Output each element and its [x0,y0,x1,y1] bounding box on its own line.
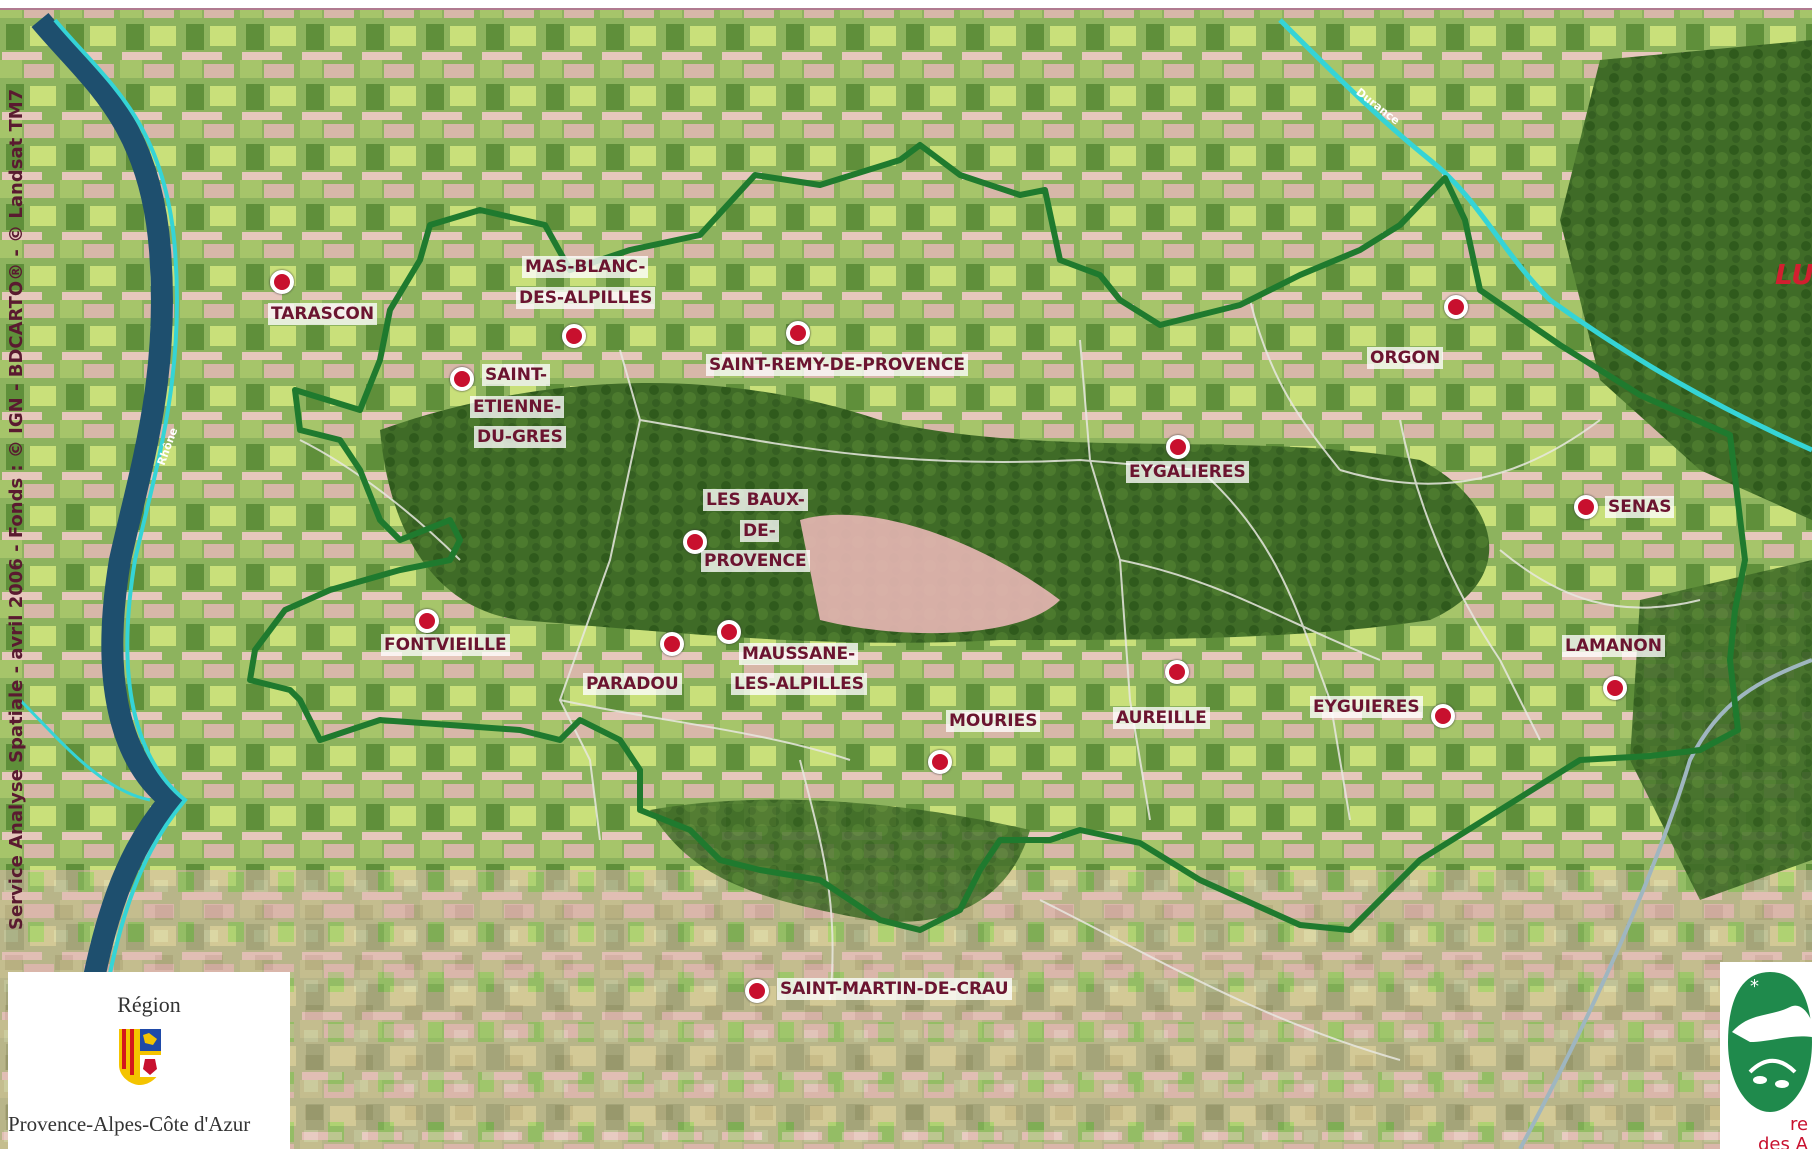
park-logo-text-2: des A [1758,1134,1809,1149]
les-baux-rocks [800,514,1060,634]
rhone-river-bed [31,12,186,1149]
rhone-branch [18,698,151,802]
town-marker [450,367,474,391]
town-label: DU-GRES [474,426,566,448]
luberon-hills [1560,40,1812,520]
town-label: TARASCON [268,303,378,325]
town-label: AUREILLE [1113,707,1210,729]
town-label: FONTVIEILLE [381,634,510,656]
region-name: Provence-Alpes-Côte d'Azur [8,1112,251,1136]
town-label: SAINT-REMY-DE-PROVENCE [706,354,969,376]
town-marker [928,750,952,774]
town-label: SAINT-MARTIN-DE-CRAU [777,978,1012,1000]
town-label: EYGUIERES [1310,696,1423,718]
luberon-label: LU [1775,258,1812,291]
town-label: LAMANON [1562,635,1665,657]
town-label: PROVENCE [701,550,810,572]
town-marker [1603,676,1627,700]
commune-limits [299,299,1701,1061]
alpilles-massif [380,382,1490,643]
region-coat-of-arms-icon [119,1029,161,1085]
south-hills [650,799,1030,922]
town-marker [786,321,810,345]
town-label: ETIENNE- [470,396,565,418]
town-label: DES-ALPILLES [516,287,656,309]
town-marker [717,620,741,644]
svg-text:*: * [1750,976,1759,997]
town-marker [415,609,439,633]
rhone-river [53,18,188,1149]
town-label: EYGALIERES [1126,461,1249,483]
town-label: PARADOU [583,673,682,695]
town-label: SAINT- [482,364,551,386]
top-border [0,0,1812,10]
town-marker [1431,704,1455,728]
park-boundary [247,142,1748,933]
town-label: LES BAUX- [703,489,808,511]
park-logo-icon: * re des A [1720,962,1812,1149]
town-marker [1444,295,1468,319]
region-logo: Région Provence-Alpes-Côte d'Azur [8,972,290,1149]
town-label: MOURIES [946,710,1041,732]
town-marker [1574,495,1598,519]
town-label: ORGON [1367,347,1444,369]
town-marker [1165,660,1189,684]
town-marker [1166,435,1190,459]
east-hills [1630,560,1812,900]
town-label: DE- [740,520,779,542]
town-label: MAUSSANE- [739,643,859,665]
town-label: LES-ALPILLES [731,673,868,695]
credit-text: Service Analyse Spatiale - avril 2006 - … [6,88,27,930]
town-marker [745,979,769,1003]
canal [1518,658,1812,1149]
town-marker [562,324,586,348]
region-title: Région [117,992,181,1017]
town-label: SENAS [1605,496,1675,518]
town-label: MAS-BLANC- [522,256,649,278]
park-logo-text-1: re [1790,1114,1808,1135]
durance-river [1278,18,1812,453]
town-marker [660,632,684,656]
town-marker [270,270,294,294]
